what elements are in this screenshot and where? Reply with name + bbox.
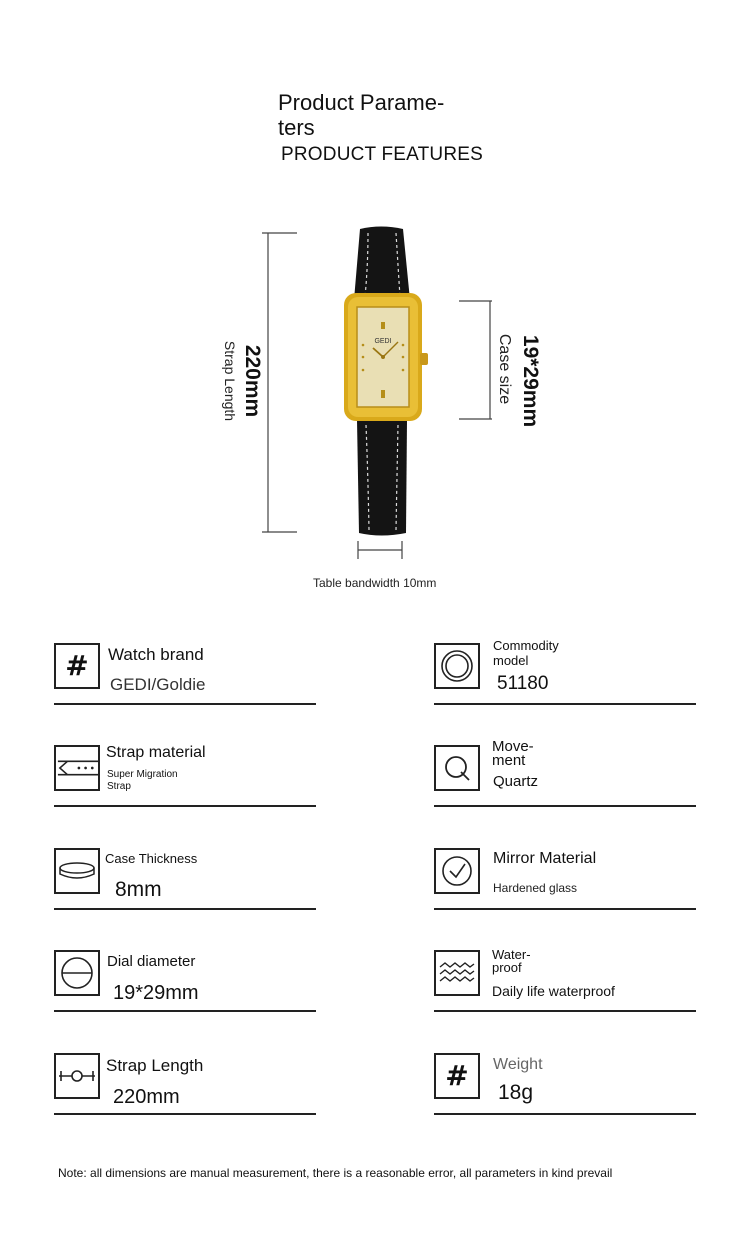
- param-label: Strap Length: [106, 1056, 204, 1075]
- param-label: Dial diameter: [107, 953, 196, 970]
- concentric-circles-icon: [434, 643, 480, 689]
- strap-length-icon: [54, 1053, 100, 1099]
- param-value: Daily life waterproof: [492, 983, 615, 999]
- footnote: Note: all dimensions are manual measurem…: [58, 1166, 613, 1180]
- param-case-thickness: Case Thickness 8mm: [54, 848, 316, 918]
- divider: [54, 703, 316, 705]
- divider: [54, 908, 316, 910]
- param-weight: # Weight 18g: [434, 1053, 696, 1123]
- magnifier-q-icon: [434, 745, 480, 791]
- watch-diagram: GEDI 220mm Strap Length 19*29mm Case siz…: [222, 226, 542, 559]
- param-label: Case Thickness: [105, 851, 198, 866]
- dial-icon: [54, 950, 100, 996]
- param-label: Commodity model: [493, 638, 559, 668]
- divider: [434, 1010, 696, 1012]
- clock-icon: [434, 848, 480, 894]
- watch-strap: [354, 226, 410, 536]
- waves-icon: [434, 950, 480, 996]
- param-dial-diameter: Dial diameter 19*29mm: [54, 950, 316, 1020]
- strap-length-value: 220mm: [241, 345, 264, 417]
- divider: [434, 805, 696, 807]
- param-strap-material: Strap material Super Migration Strap: [54, 744, 316, 815]
- divider: [434, 908, 696, 910]
- band-width-dimension: [357, 541, 403, 559]
- strap-icon: [54, 745, 100, 791]
- param-commodity-model: Commodity model 51180: [434, 638, 696, 713]
- divider: [434, 1113, 696, 1115]
- page-title: Product Parame- ters: [278, 90, 445, 140]
- param-value: 19*29mm: [113, 982, 199, 1004]
- param-watch-brand: # Watch brand GEDI/Goldie: [54, 643, 316, 713]
- param-strap-length: Strap Length 220mm: [54, 1053, 316, 1123]
- param-waterproof: Water- proof Daily life waterproof: [434, 947, 696, 1020]
- divider: [434, 703, 696, 705]
- divider: [54, 805, 316, 807]
- param-label: Weight: [493, 1056, 543, 1073]
- dial-brand-text: GEDI: [374, 338, 391, 345]
- strap-length-label: Strap Length: [222, 341, 238, 421]
- param-value: Super Migration Strap: [107, 769, 178, 792]
- case-size-dimension: [459, 300, 492, 420]
- param-label: Mirror Material: [493, 850, 597, 867]
- page-subtitle: PRODUCT FEATURES: [281, 144, 484, 165]
- param-value: Hardened glass: [493, 881, 578, 895]
- param-value: 51180: [497, 673, 549, 694]
- param-value: 220mm: [113, 1086, 180, 1108]
- divider: [54, 1010, 316, 1012]
- strap-length-dimension: [262, 232, 297, 533]
- band-width-label: Table bandwidth 10mm: [313, 576, 437, 590]
- case-ring-icon: [54, 848, 100, 894]
- param-label: Watch brand: [108, 645, 204, 664]
- divider: [54, 1113, 316, 1115]
- watch-case: GEDI: [344, 293, 428, 421]
- param-mirror-material: Mirror Material Hardened glass: [434, 848, 696, 918]
- case-size-label: Case size: [496, 334, 513, 404]
- hash-icon: #: [54, 643, 100, 689]
- hash-icon: #: [434, 1053, 480, 1099]
- case-size-value: 19*29mm: [519, 335, 542, 427]
- param-movement: Move- ment Quartz: [434, 739, 696, 815]
- param-value: Quartz: [493, 773, 539, 790]
- param-value: 8mm: [115, 878, 162, 901]
- param-label: Move- ment: [492, 738, 534, 769]
- param-value: GEDI/Goldie: [110, 675, 206, 694]
- param-value: 18g: [498, 1081, 534, 1104]
- param-label: Strap material: [106, 744, 206, 761]
- param-label: Water- proof: [492, 947, 531, 975]
